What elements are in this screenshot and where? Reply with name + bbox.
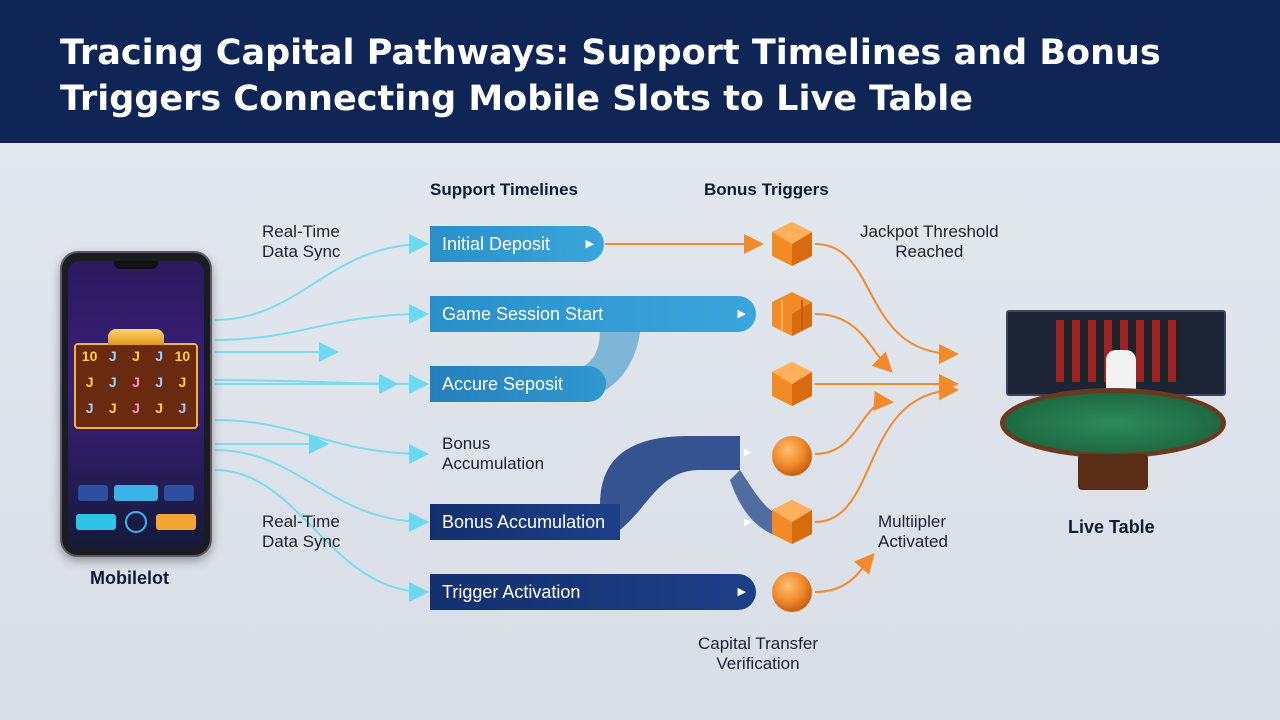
slot-frame: 10 J J J 10 J J J J J J J J J J <box>74 343 198 429</box>
bonus-triggers-heading: Bonus Triggers <box>704 180 829 199</box>
sync-line <box>214 234 429 321</box>
reel-symbol: J <box>85 374 94 390</box>
phone-button[interactable] <box>114 485 158 501</box>
table-caption: Live Table <box>1068 517 1155 537</box>
phone-caption: Mobilelot <box>90 568 169 588</box>
reel-symbol: J <box>108 400 117 416</box>
flow-band <box>600 436 740 530</box>
reel-symbol: J <box>85 400 94 416</box>
table-base <box>1078 454 1148 490</box>
sync-label-top: Real-Time Data Sync <box>262 222 341 261</box>
timeline-label: Bonus Accumulation <box>442 512 606 532</box>
jackpot-label: Jackpot Threshold Reached <box>860 222 999 261</box>
page-title: Tracing Capital Pathways: Support Timeli… <box>60 33 1161 119</box>
phone-button-row <box>78 485 194 501</box>
timeline-trigger-activation: Trigger Activation ▶ <box>430 574 756 610</box>
reel-symbol: 10 <box>81 348 98 364</box>
sphere-icon <box>772 436 812 476</box>
phone-notch <box>114 261 158 269</box>
reel-symbol: J <box>178 400 187 416</box>
timeline-label: Initial Deposit <box>442 234 551 254</box>
support-timelines-heading: Support Timelines <box>430 180 578 199</box>
phone-button[interactable] <box>156 514 196 530</box>
cube-open-icon <box>772 292 812 336</box>
play-icon: ▶ <box>585 238 594 250</box>
cube-icon <box>772 222 812 266</box>
phone-screen: 10 J J J 10 J J J J J J J J J J <box>68 261 204 547</box>
sphere-icon <box>772 572 812 612</box>
phone-control-row <box>76 511 196 533</box>
reel-symbol: J <box>155 374 164 390</box>
header-banner: Tracing Capital Pathways: Support Timeli… <box>0 0 1280 143</box>
sync-line <box>214 469 429 602</box>
phone-button[interactable] <box>164 485 194 501</box>
sync-line <box>214 449 429 532</box>
reel-symbol: J <box>108 348 117 364</box>
timeline-game-session-start: Game Session Start ▶ <box>430 296 756 332</box>
multiplier-label: Multiipler Activated <box>878 512 948 551</box>
cube-icon <box>772 500 812 544</box>
play-icon: ▶ <box>737 586 746 598</box>
table-monitor <box>1006 310 1226 396</box>
mobile-phone: 10 J J J 10 J J J J J J J J J J <box>60 251 212 557</box>
timeline-bonus-accumulation-text: Bonus Accumulation <box>442 434 545 473</box>
reel-symbol: 10 <box>174 348 191 364</box>
sync-line <box>214 304 429 341</box>
timeline-accure-seposit: Accure Seposit <box>430 366 606 402</box>
live-table <box>998 308 1228 508</box>
trigger-line <box>814 243 959 364</box>
play-icon: ▶ <box>737 308 746 320</box>
phone-button[interactable] <box>78 485 108 501</box>
timeline-label: Trigger Activation <box>442 582 581 602</box>
trigger-line <box>814 390 894 455</box>
timeline-label: Game Session Start <box>442 304 604 324</box>
phone-button[interactable] <box>76 514 116 530</box>
trigger-line <box>814 380 959 523</box>
table-felt <box>1000 388 1226 458</box>
play-icon: ▶ <box>744 447 752 458</box>
verification-label: Capital Transfer Verification <box>698 634 818 673</box>
reel-symbol: J <box>155 400 164 416</box>
reel-symbol: J <box>108 374 117 390</box>
timeline-bonus-accumulation: Bonus Accumulation <box>430 504 620 540</box>
reel-symbol: J <box>178 374 187 390</box>
reel-symbol: J <box>132 400 140 416</box>
spin-icon[interactable] <box>125 511 147 533</box>
cube-icon <box>772 362 812 406</box>
play-icon: ▶ <box>744 517 752 528</box>
reel-symbol: J <box>132 374 140 390</box>
reel-symbol: J <box>132 348 140 364</box>
timeline-label: Accure Seposit <box>442 374 564 394</box>
trigger-line <box>814 313 893 373</box>
timeline-initial-deposit: Initial Deposit ▶ <box>430 226 604 262</box>
sync-label-bottom: Real-Time Data Sync <box>262 512 341 551</box>
reel-symbol: J <box>155 348 164 364</box>
trigger-line <box>814 552 875 593</box>
dealer-figure <box>1106 350 1136 394</box>
slot-crown <box>108 329 164 345</box>
